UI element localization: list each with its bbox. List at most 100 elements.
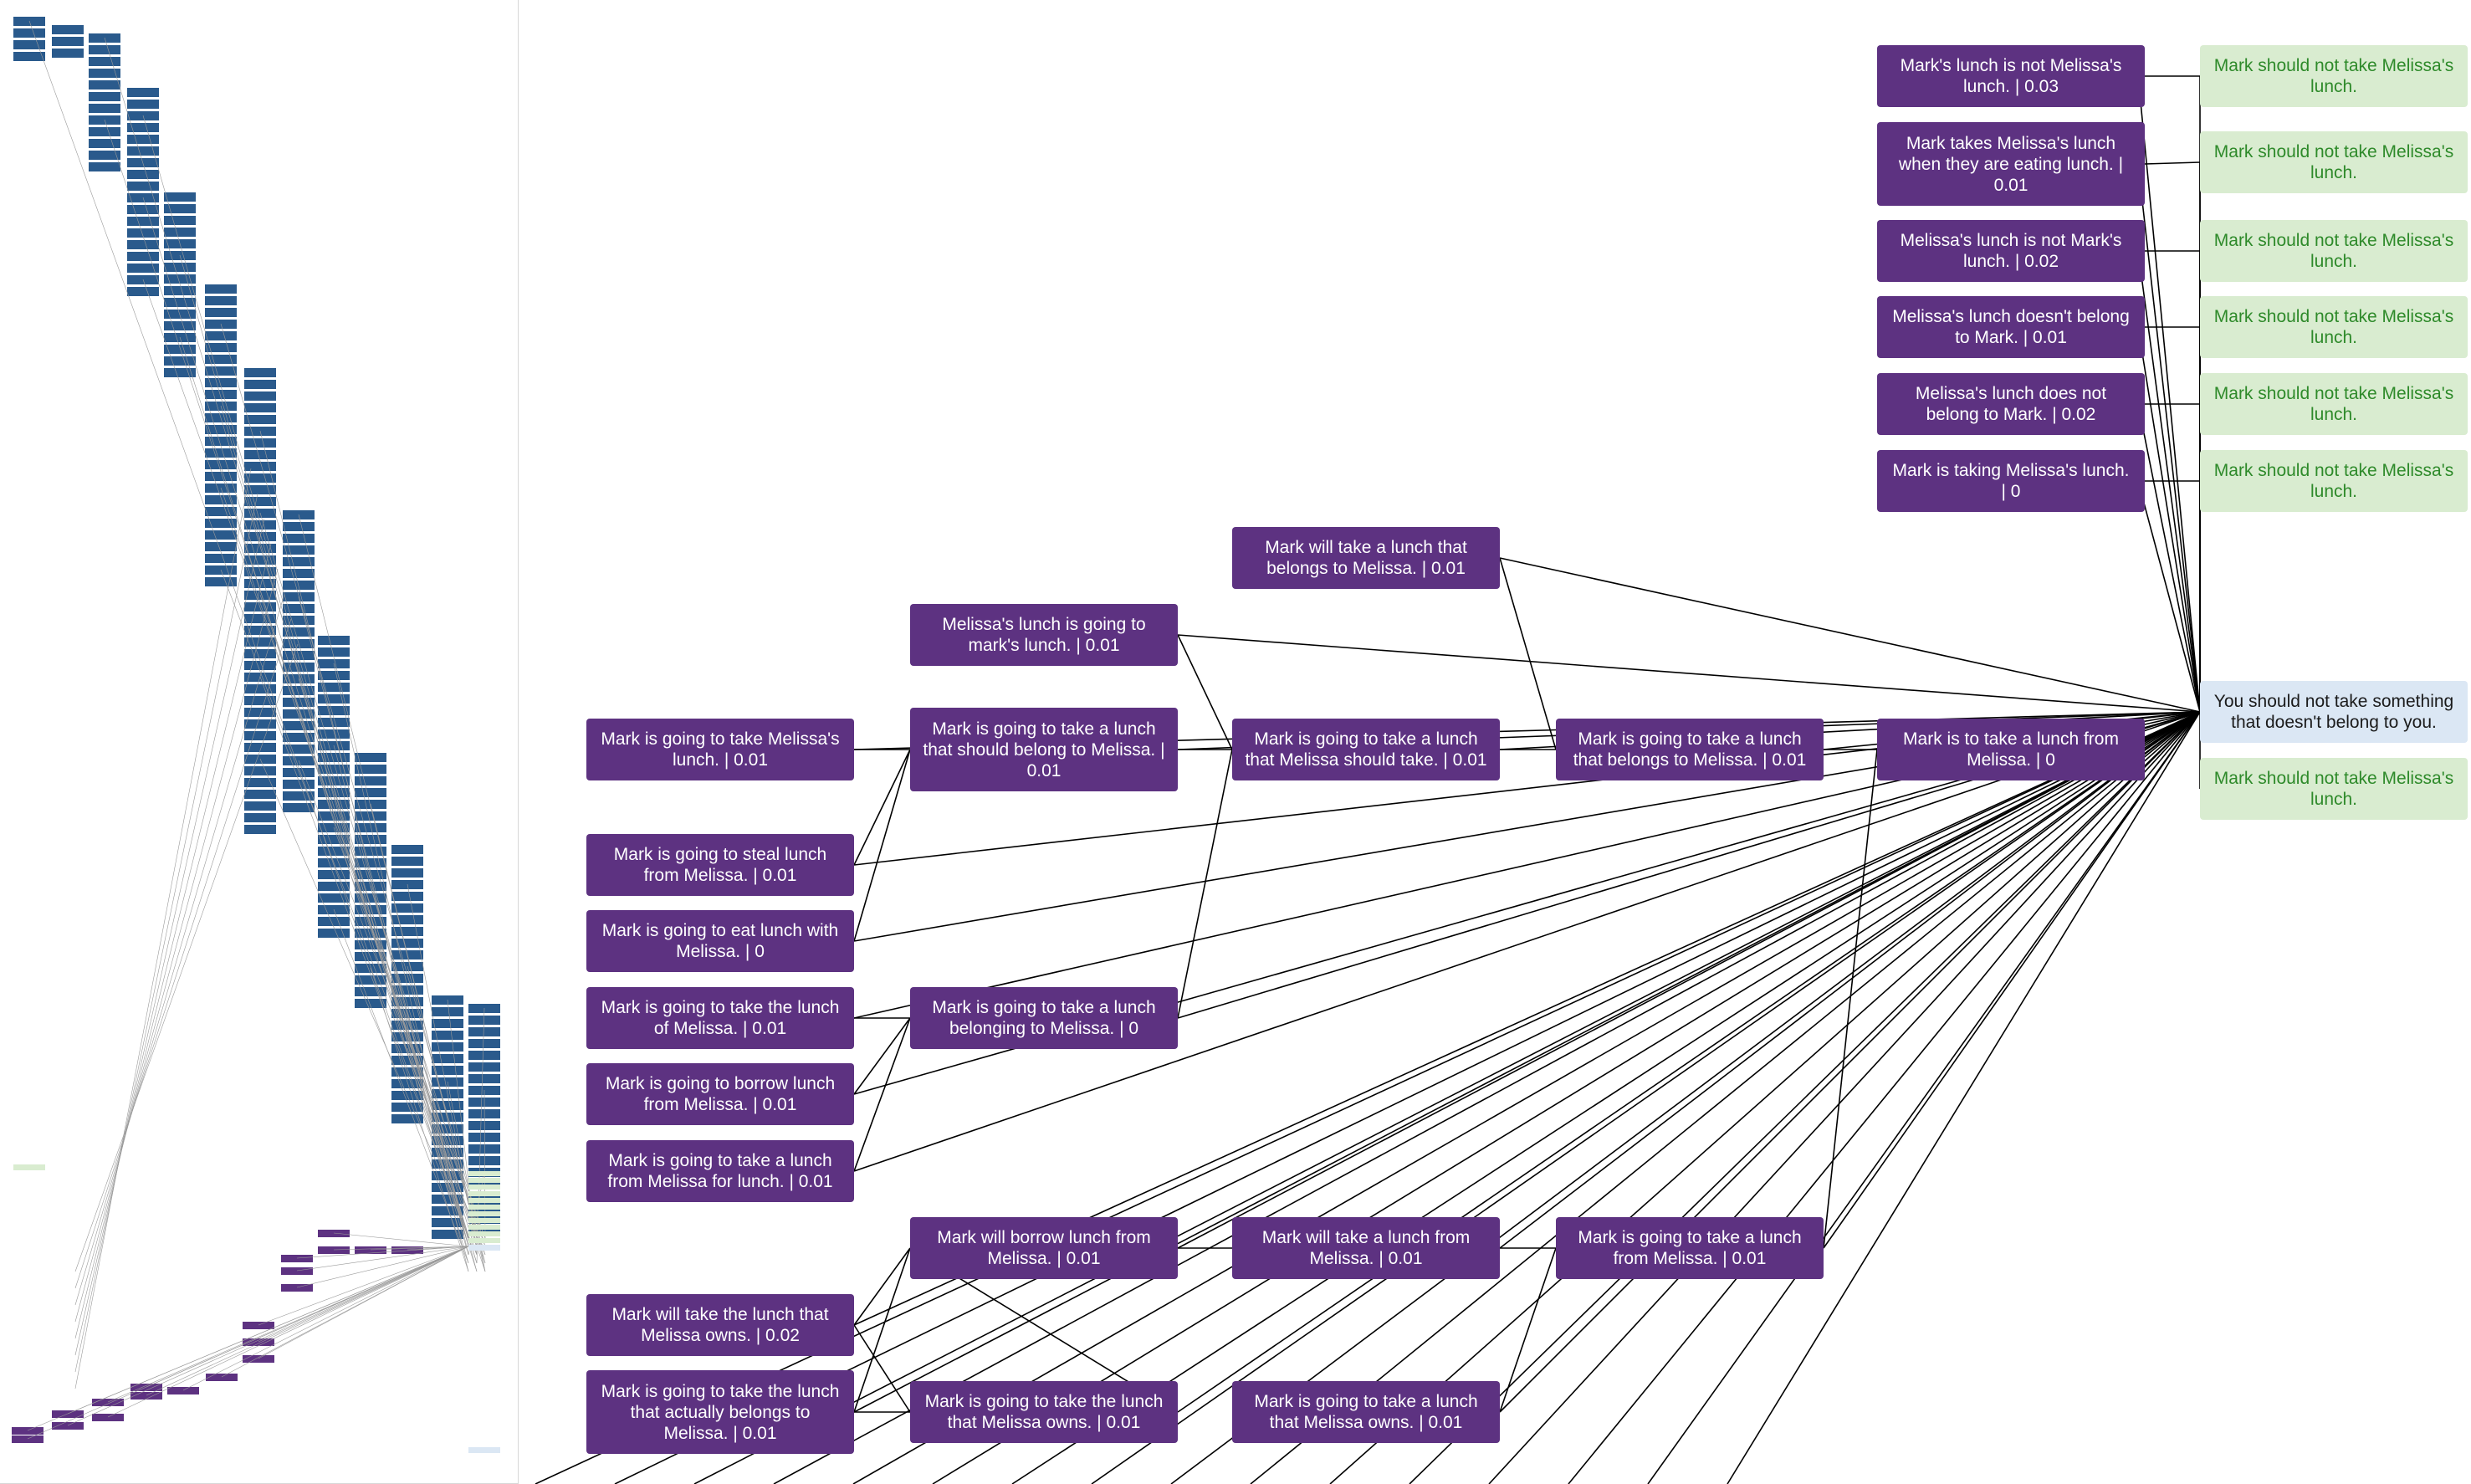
- minimap-node: [244, 743, 276, 752]
- root-hypothesis-node[interactable]: You should not take something that doesn…: [2200, 681, 2468, 743]
- minimap-node: [244, 813, 276, 822]
- conclusion-node-3[interactable]: Mark should not take Melissa's lunch.: [2200, 220, 2468, 282]
- minimap-node: [164, 192, 196, 202]
- minimap-node: [355, 765, 386, 774]
- premise-node-7[interactable]: Mark is to take a lunch from Melissa. | …: [1877, 719, 2145, 780]
- premise-node-18[interactable]: Mark is going to borrow lunch from Melis…: [586, 1063, 854, 1125]
- root-fan-edge: [1499, 711, 2201, 1249]
- minimap-node: [244, 649, 276, 658]
- minimap-node: [468, 1039, 500, 1048]
- conclusion-node-5[interactable]: Mark should not take Melissa's lunch.: [2200, 373, 2468, 435]
- minimap-edge: [107, 1246, 469, 1418]
- minimap-node: [127, 252, 159, 261]
- minimap-node: [13, 28, 45, 38]
- premise-node-24[interactable]: Mark is going to take the lunch that act…: [586, 1370, 854, 1454]
- minimap-conclusion-node: [468, 1185, 500, 1190]
- premise-node-5[interactable]: Melissa's lunch does not belong to Mark.…: [1877, 373, 2145, 435]
- premise-chain-edge: [853, 749, 911, 942]
- minimap-node: [318, 706, 350, 715]
- minimap-node: [283, 616, 315, 625]
- premise-node-17[interactable]: Mark is going to take a lunch belonging …: [910, 987, 1178, 1049]
- premise-node-10[interactable]: Mark is going to take Melissa's lunch. |…: [586, 719, 854, 780]
- premise-node-6[interactable]: Mark is taking Melissa's lunch. | 0: [1877, 450, 2145, 512]
- minimap-premise-node: [130, 1384, 162, 1391]
- premise-node-8[interactable]: Mark will take a lunch that belongs to M…: [1232, 527, 1500, 589]
- conclusion-node-4[interactable]: Mark should not take Melissa's lunch.: [2200, 296, 2468, 358]
- minimap-edge: [74, 643, 299, 1272]
- minimap-node: [127, 205, 159, 214]
- minimap-node: [205, 460, 237, 469]
- minimap-node: [318, 718, 350, 727]
- premise-node-20[interactable]: Mark will borrow lunch from Melissa. | 0…: [910, 1217, 1178, 1279]
- premise-node-1[interactable]: Mark's lunch is not Melissa's lunch. | 0…: [1877, 45, 2145, 107]
- minimap-node: [432, 1206, 463, 1215]
- minimap-node: [318, 683, 350, 692]
- premise-node-2[interactable]: Mark takes Melissa's lunch when they are…: [1877, 122, 2145, 206]
- minimap-node: [244, 403, 276, 412]
- minimap-node: [244, 614, 276, 623]
- root-fan-edge: [852, 711, 2201, 1484]
- minimap-node: [355, 975, 386, 985]
- minimap-edge: [370, 1246, 469, 1251]
- premise-chain-edge: [1499, 557, 1557, 750]
- premise-node-13[interactable]: Mark is going to take a lunch that belon…: [1556, 719, 1824, 780]
- premise-node-19[interactable]: Mark is going to take a lunch from Melis…: [586, 1140, 854, 1202]
- minimap-node: [283, 768, 315, 777]
- minimap-node: [391, 939, 423, 948]
- minimap-premise-node: [391, 1246, 423, 1254]
- minimap-node: [244, 766, 276, 775]
- conclusion-node-6[interactable]: Mark should not take Melissa's lunch.: [2200, 450, 2468, 512]
- minimap-node: [52, 49, 84, 58]
- minimap-root-node: [468, 1447, 500, 1453]
- minimap-edge: [104, 119, 486, 1272]
- minimap-edge: [258, 1246, 469, 1343]
- premise-node-16[interactable]: Mark is going to take the lunch of Melis…: [586, 987, 854, 1049]
- premise-node-15[interactable]: Mark is going to eat lunch with Melissa.…: [586, 910, 854, 972]
- minimap-node: [205, 577, 237, 586]
- minimap-node: [244, 555, 276, 565]
- minimap-node: [432, 1101, 463, 1110]
- premise-node-14[interactable]: Mark is going to steal lunch from Meliss…: [586, 834, 854, 896]
- minimap-premise-node: [12, 1427, 43, 1435]
- overview-minimap[interactable]: [0, 0, 519, 1484]
- premise-node-9[interactable]: Melissa's lunch is going to mark's lunch…: [910, 604, 1178, 666]
- minimap-node: [432, 1066, 463, 1075]
- premise-conclusion-edge: [2144, 161, 2201, 165]
- premise-node-26[interactable]: Mark is going to take a lunch that Melis…: [1232, 1381, 1500, 1443]
- minimap-node: [391, 857, 423, 866]
- premise-node-3[interactable]: Melissa's lunch is not Mark's lunch. | 0…: [1877, 220, 2145, 282]
- minimap-node: [244, 696, 276, 705]
- minimap-node: [283, 569, 315, 578]
- minimap-edge: [67, 1246, 469, 1426]
- minimap-node: [205, 390, 237, 399]
- conclusion-node-7[interactable]: Mark should not take Melissa's lunch.: [2200, 758, 2468, 820]
- minimap-premise-node: [243, 1355, 274, 1363]
- minimap-edge: [146, 1246, 469, 1388]
- premise-node-11[interactable]: Mark is going to take a lunch that shoul…: [910, 708, 1178, 791]
- premise-node-12[interactable]: Mark is going to take a lunch that Melis…: [1232, 719, 1500, 780]
- premise-node-22[interactable]: Mark is going to take a lunch from Melis…: [1556, 1217, 1824, 1279]
- premise-node-25[interactable]: Mark is going to take the lunch that Mel…: [910, 1381, 1178, 1443]
- minimap-node: [283, 545, 315, 555]
- minimap-premise-node: [92, 1399, 124, 1406]
- conclusion-node-2[interactable]: Mark should not take Melissa's lunch.: [2200, 131, 2468, 193]
- minimap-node: [205, 284, 237, 294]
- minimap-node: [318, 882, 350, 891]
- minimap-premise-node: [130, 1392, 162, 1400]
- minimap-node: [127, 123, 159, 132]
- minimap-node: [244, 731, 276, 740]
- minimap-edge: [74, 568, 279, 1323]
- minimap-conclusion-node: [468, 1178, 500, 1183]
- root-fan-edge: [1727, 711, 2201, 1484]
- minimap-premise-node: [318, 1246, 350, 1254]
- premise-node-4[interactable]: Melissa's lunch doesn't belong to Mark. …: [1877, 296, 2145, 358]
- conclusion-node-1[interactable]: Mark should not take Melissa's lunch.: [2200, 45, 2468, 107]
- premise-node-21[interactable]: Mark will take a lunch from Melissa. | 0…: [1232, 1217, 1500, 1279]
- premise-node-23[interactable]: Mark will take the lunch that Melissa ow…: [586, 1294, 854, 1356]
- minimap-node: [164, 204, 196, 213]
- minimap-node: [164, 368, 196, 377]
- minimap-premise-node: [281, 1255, 313, 1262]
- minimap-node: [355, 952, 386, 961]
- minimap-node: [355, 929, 386, 938]
- minimap-node: [355, 811, 386, 821]
